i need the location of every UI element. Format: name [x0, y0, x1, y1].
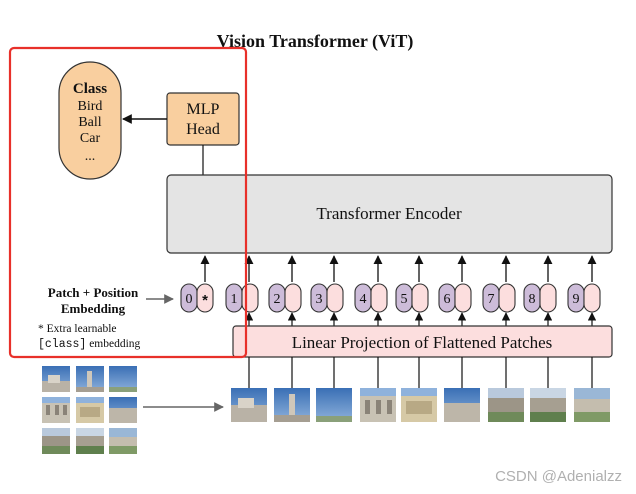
image-patch — [109, 366, 137, 392]
mlp-head-line2: Head — [186, 121, 220, 138]
image-patch — [574, 388, 610, 422]
mlp-head-line1: MLP — [187, 101, 220, 118]
class-output-box: Class Bird Ball Car ... — [58, 61, 122, 180]
image-patch — [444, 388, 480, 422]
image-patch — [42, 397, 70, 423]
token-7: 7 — [482, 283, 516, 313]
token-4: 4 — [354, 283, 388, 313]
class-item: Ball — [78, 115, 101, 130]
diagram-title: Vision Transformer (ViT) — [217, 31, 414, 52]
image-patch — [316, 388, 352, 422]
image-patch — [42, 428, 70, 454]
highlight-box — [8, 46, 248, 359]
token-index: 0 — [186, 292, 193, 307]
token-index: 5 — [401, 292, 408, 307]
watermark: CSDN @Adenialzz — [495, 468, 622, 485]
image-patch — [360, 388, 396, 422]
class-token-mark: * — [202, 292, 208, 309]
image-patch — [109, 397, 137, 423]
extra-learnable-note: * Extra learnable — [38, 323, 117, 335]
image-patch — [488, 388, 524, 422]
class-item: ... — [85, 149, 96, 164]
token-5: 5 — [395, 283, 429, 313]
token-index: 7 — [488, 292, 495, 307]
class-item: Car — [80, 131, 101, 146]
image-patch — [401, 388, 437, 422]
image-patch — [530, 388, 566, 422]
token-3: 3 — [310, 283, 344, 313]
embedding-label-line2: Embedding — [61, 301, 126, 316]
class-heading: Class — [73, 81, 107, 97]
token-9: 9 — [567, 283, 601, 313]
image-patch — [76, 428, 104, 454]
embedding-label-line1: Patch + Position — [48, 285, 139, 300]
linear-projection-box: Linear Projection of Flattened Patches — [232, 325, 613, 358]
image-patch — [76, 366, 104, 392]
token-index: 3 — [316, 292, 323, 307]
token-6: 6 — [438, 283, 472, 313]
linear-projection-label: Linear Projection of Flattened Patches — [292, 333, 553, 352]
input-image-grid — [42, 366, 137, 454]
token-1: 1 — [225, 283, 259, 313]
token-8: 8 — [523, 283, 557, 313]
token-index: 2 — [274, 292, 281, 307]
patch-lines — [248, 357, 593, 388]
token-index: 1 — [231, 292, 238, 307]
token-arrows-up — [200, 255, 597, 282]
token-index: 4 — [360, 292, 367, 307]
token-0: 0 * — [180, 283, 214, 313]
class-embedding-note: [class] embedding — [38, 338, 141, 351]
image-patch — [109, 428, 137, 454]
token-index: 6 — [444, 292, 451, 307]
image-patch — [274, 388, 310, 422]
transformer-encoder-label: Transformer Encoder — [316, 204, 462, 223]
class-item: Bird — [78, 99, 103, 114]
image-patch — [231, 388, 267, 422]
image-patch — [76, 397, 104, 423]
token-index: 8 — [529, 292, 536, 307]
projection-arrows-up — [244, 312, 597, 326]
token-2: 2 — [268, 283, 302, 313]
image-patch — [42, 366, 70, 392]
patch-sequence — [231, 388, 610, 422]
mlp-head-box: MLP Head — [166, 92, 240, 146]
transformer-encoder-box: Transformer Encoder — [166, 174, 613, 254]
token-index: 9 — [573, 292, 580, 307]
